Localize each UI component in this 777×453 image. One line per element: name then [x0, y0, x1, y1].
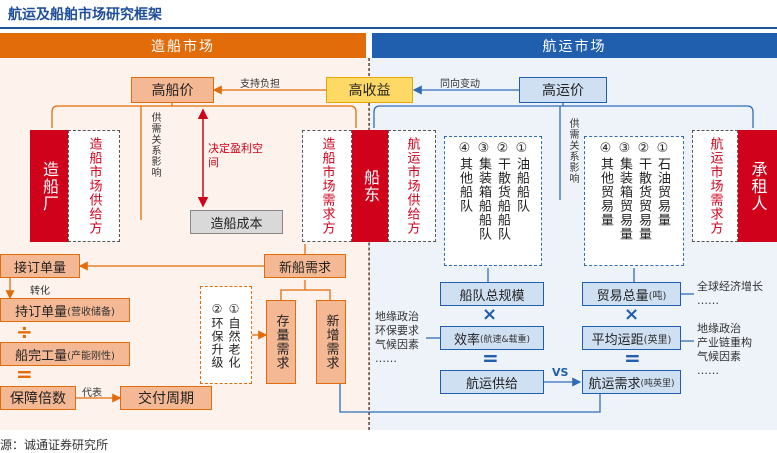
- trade-item-2: ②干散货贸易量: [636, 141, 651, 241]
- efficiency-label: 效率: [453, 332, 480, 348]
- shipbuilding-panel: [0, 58, 369, 430]
- fleet-item-2: ②干散货船船队: [495, 141, 510, 241]
- shipbuilding-demand-label: 造船市场需求方: [319, 137, 335, 235]
- source-note: 源：诚通证券研究所: [0, 438, 109, 452]
- held-orders-box: 持订单量(营收储备): [0, 298, 130, 322]
- supply-demand-label-right: 供需关系影响: [567, 118, 578, 184]
- building-cost-box: 造船成本: [190, 210, 283, 234]
- decision-label: 决定盈利空间: [208, 142, 263, 169]
- equal-symbol-left: =: [16, 362, 33, 386]
- trade-volume-note: (吨): [648, 290, 667, 302]
- charterer-box: 承租人: [738, 130, 777, 242]
- title-rule: [0, 27, 777, 29]
- efficiency-box: 效率(航速&载重): [440, 326, 544, 350]
- times-symbol-supply: ×: [482, 304, 498, 325]
- shipping-panel: [369, 58, 777, 430]
- trade-item-3: ③集装箱贸易量: [617, 141, 632, 241]
- eco-upgrade-label: ②环保升级: [210, 301, 224, 369]
- efficiency-note: (航速&载重): [479, 334, 531, 345]
- trade-list-box: ①石油贸易量 ②干散货贸易量 ③集装箱贸易量 ④其他贸易量: [584, 136, 684, 266]
- shipping-demand-result-note: (吨英里): [640, 378, 675, 389]
- shipping-market-header: 航运市场: [372, 33, 777, 58]
- avg-distance-note: (英里): [643, 334, 672, 346]
- trade-item-1: ①石油贸易量: [655, 141, 670, 227]
- fleet-item-1: ①油船船队: [514, 141, 529, 213]
- trade-item-4: ④其他贸易量: [598, 141, 613, 227]
- shipyard-box: 造船厂: [30, 130, 68, 242]
- fleet-size-box: 船队总规模: [440, 282, 544, 306]
- divide-symbol: ÷: [16, 320, 33, 344]
- shipping-demand-box: 航运市场需求方: [692, 130, 738, 242]
- shipping-supply-box: 航运市场供给方: [388, 130, 436, 242]
- avg-distance-label: 平均运距: [591, 332, 644, 348]
- held-orders-note: (营收储备): [67, 306, 115, 318]
- econ-growth: 全球经济增长: [697, 280, 763, 293]
- econ-factors: 全球经济增长 ……: [697, 280, 777, 308]
- completion-note: (产能刚性): [67, 350, 115, 362]
- vs-label: VS: [552, 366, 569, 379]
- demand-factor-2: 产业链重构: [697, 336, 752, 349]
- shipbuilding-supply-box: 造船市场供给方: [68, 130, 120, 242]
- shipbuilding-demand-box: 造船市场需求方: [302, 130, 352, 242]
- supply-factor-1: 地缘政治: [375, 310, 419, 323]
- new-ship-demand-box: 新船需求: [264, 254, 346, 278]
- supply-factors: 地缘政治 环保要求 气候因素 ……: [375, 310, 435, 366]
- fleet-item-3: ③集装箱船船队: [476, 141, 491, 241]
- completion-box: 船完工量(产能刚性): [0, 342, 130, 366]
- supply-factor-3: 气候因素: [375, 338, 419, 351]
- fleet-list-box: ①油船船队 ②干散货船船队 ③集装箱船船队 ④其他船队: [444, 136, 542, 266]
- supply-demand-label-left: 供需关系影响: [149, 112, 160, 178]
- shipowner-box: 船东: [352, 130, 388, 242]
- delivery-cycle-box: 交付周期: [120, 386, 212, 410]
- shipping-demand-label: 航运市场需求方: [707, 137, 723, 235]
- shipping-supply-label: 航运市场供给方: [404, 137, 420, 235]
- high-ship-price-box: 高船价: [131, 77, 214, 103]
- econ-dots: ……: [697, 294, 719, 307]
- high-profit-box: 高收益: [326, 77, 413, 103]
- same-direction-label: 同向变动: [440, 79, 480, 90]
- convert-label: 转化: [30, 286, 50, 297]
- trade-volume-box: 贸易总量(吨): [582, 282, 681, 306]
- high-freight-box: 高运价: [519, 77, 607, 103]
- shipping-demand-result-box: 航运需求(吨英里): [582, 370, 681, 394]
- demand-factors: 地缘政治 产业链重构 气候因素 ……: [697, 322, 777, 378]
- shipping-demand-result-label: 航运需求: [588, 376, 641, 392]
- shipbuilding-market-header: 造船市场: [0, 33, 366, 58]
- new-demand-box: 新增需求: [316, 300, 346, 384]
- natural-aging-label: ①自然老化: [227, 301, 241, 369]
- shipbuilding-supply-label: 造船市场供给方: [86, 137, 102, 235]
- support-label: 支持负担: [240, 79, 280, 90]
- held-orders-label: 持订单量: [15, 304, 68, 320]
- aging-upgrade-box: ②环保升级 ①自然老化: [200, 286, 252, 384]
- demand-factor-3: 气候因素: [697, 350, 741, 363]
- fleet-item-4: ④其他船队: [457, 141, 472, 213]
- supply-factor-2: 环保要求: [375, 324, 419, 337]
- times-symbol-demand: ×: [624, 304, 640, 325]
- trade-volume-label: 贸易总量: [596, 288, 649, 304]
- avg-distance-box: 平均运距(英里): [582, 326, 681, 350]
- protection-box: 保障倍数: [0, 386, 76, 410]
- page-title: 航运及船舶市场研究框架: [8, 7, 162, 23]
- equal-symbol-demand: =: [624, 346, 641, 370]
- orders-box: 接订单量: [0, 254, 80, 278]
- demand-factor-4: ……: [697, 364, 719, 377]
- supply-factor-4: ……: [375, 352, 397, 365]
- represent-label: 代表: [82, 388, 102, 399]
- equal-symbol-supply: =: [482, 346, 499, 370]
- completion-label: 船完工量: [15, 348, 68, 364]
- stock-demand-box: 存量需求: [266, 300, 296, 384]
- demand-factor-1: 地缘政治: [697, 322, 741, 335]
- shipping-supply-result-box: 航运供给: [440, 370, 544, 394]
